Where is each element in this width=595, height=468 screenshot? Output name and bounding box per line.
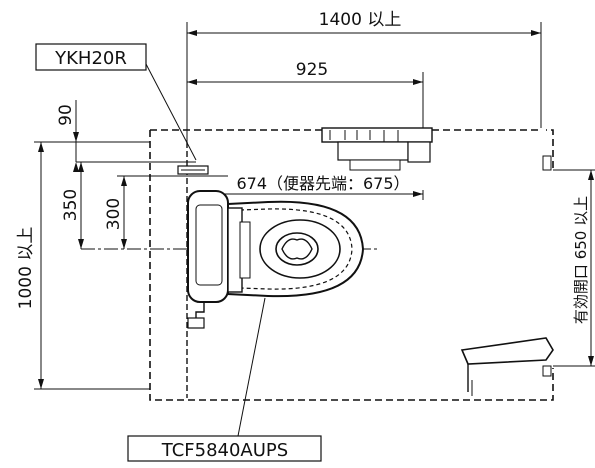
dim-300: 300 bbox=[104, 175, 228, 249]
dim-width-total-label: 1400 以上 bbox=[319, 10, 402, 30]
toilet-part-number: TCF5840AUPS bbox=[161, 440, 288, 461]
dim-height-total: 1000 以上 bbox=[16, 141, 150, 390]
dim-width-total: 1400 以上 bbox=[186, 10, 542, 142]
door bbox=[460, 337, 554, 396]
dim-door-opening: 有効開口 650 以上 bbox=[553, 169, 595, 367]
toilet bbox=[187, 190, 365, 329]
dim-height-total-label: 1000 以上 bbox=[16, 227, 36, 310]
dim-front-clearance: 674（便器先端：675） bbox=[196, 174, 424, 200]
dim-front-clearance-label: 674（便器先端：675） bbox=[236, 174, 409, 193]
dim-350-label: 350 bbox=[61, 189, 81, 221]
toilet-callout: TCF5840AUPS bbox=[127, 297, 322, 462]
dim-width-mid: 925 bbox=[187, 60, 424, 140]
dim-90-label: 90 bbox=[56, 104, 76, 126]
dim-90: 90 bbox=[56, 100, 196, 172]
dim-300-label: 300 bbox=[104, 198, 124, 230]
paper-holder bbox=[177, 165, 209, 175]
dim-door-opening-label: 有効開口 650 以上 bbox=[572, 196, 590, 324]
dim-350: 350 bbox=[61, 162, 84, 249]
dim-width-mid-label: 925 bbox=[296, 60, 328, 80]
paper-holder-callout: YKH20R bbox=[35, 43, 197, 161]
wall-sink-unit bbox=[321, 127, 433, 171]
paper-holder-part-number: YKH20R bbox=[54, 48, 127, 69]
